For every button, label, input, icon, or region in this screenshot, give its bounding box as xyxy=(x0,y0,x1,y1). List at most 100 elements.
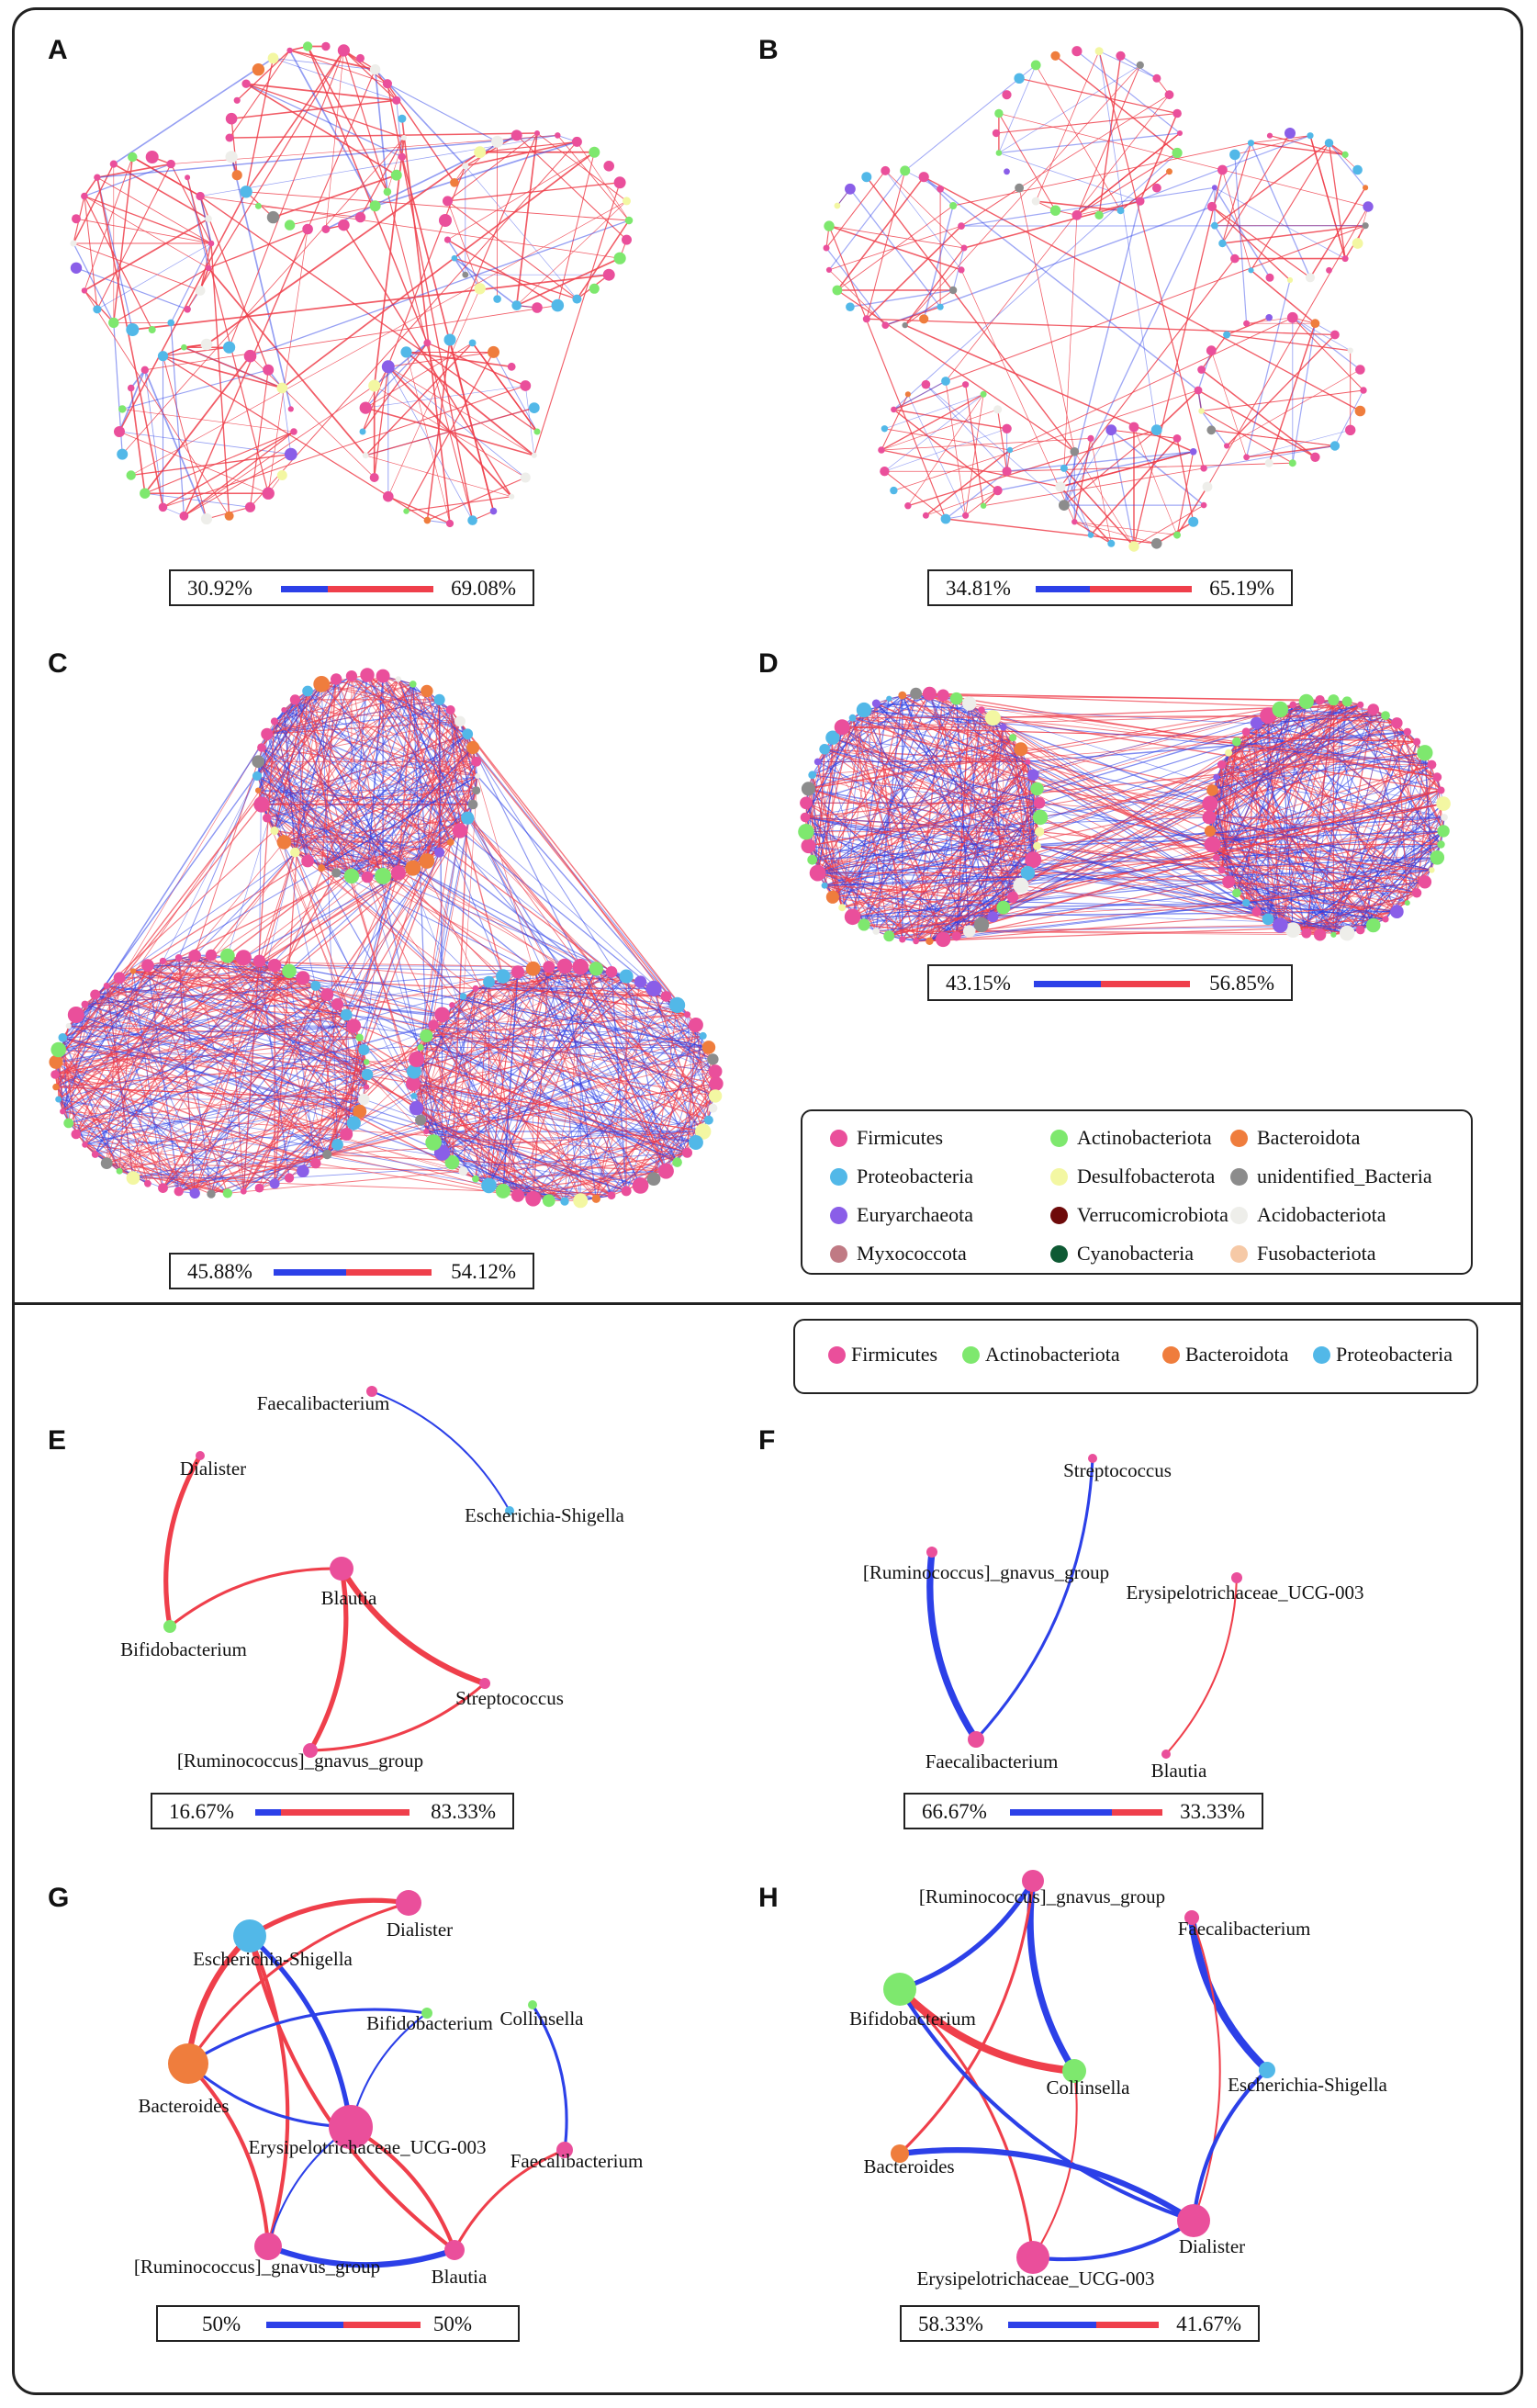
network-node xyxy=(807,854,818,865)
network-node xyxy=(510,1188,525,1202)
network-node xyxy=(1217,866,1226,874)
network-edge xyxy=(828,225,947,520)
network-edge xyxy=(432,1024,534,1199)
network-edge xyxy=(84,163,172,197)
network-edge xyxy=(130,200,627,476)
network-node xyxy=(474,146,487,159)
network-node xyxy=(881,165,891,175)
network-edge xyxy=(326,851,441,1155)
association-edge xyxy=(163,1453,203,1629)
network-node xyxy=(1352,164,1363,175)
network-node xyxy=(189,1187,200,1199)
network-node xyxy=(980,390,987,398)
network-node xyxy=(286,47,293,54)
network-edge xyxy=(447,132,538,202)
network-edge xyxy=(1033,774,1432,871)
taxon-node xyxy=(1088,1454,1097,1463)
network-node xyxy=(423,1129,430,1135)
network-node xyxy=(657,1163,674,1179)
network-node xyxy=(899,936,906,943)
network-node xyxy=(406,1063,421,1079)
network-edge xyxy=(249,369,269,508)
network-edge xyxy=(113,267,209,323)
network-edge xyxy=(832,830,1444,898)
network-node xyxy=(383,187,392,197)
network-edge xyxy=(863,709,1432,766)
network-edge xyxy=(915,881,1425,942)
positive-ratio: 54.12% xyxy=(451,1260,516,1283)
network-edge xyxy=(493,352,538,433)
network-edge xyxy=(163,960,627,1192)
network-node xyxy=(200,512,213,525)
network-edge xyxy=(981,709,1438,859)
network-edge xyxy=(118,431,269,494)
association-edge xyxy=(453,2148,567,2252)
network-node xyxy=(1006,891,1019,903)
network-edge xyxy=(1063,215,1078,468)
network-node xyxy=(510,965,525,979)
network-node xyxy=(1345,424,1356,435)
network-edge xyxy=(113,163,209,219)
ratio-bar xyxy=(281,586,433,592)
network-edge xyxy=(442,1024,697,1153)
negative-ratio: 66.67% xyxy=(922,1800,987,1823)
network-node xyxy=(313,676,331,692)
network-node xyxy=(1285,128,1296,139)
network-edge xyxy=(1110,430,1135,547)
network-edge xyxy=(1221,701,1307,766)
network-node xyxy=(255,787,262,793)
network-edge xyxy=(454,257,466,276)
label-layer: FaecalibacteriumEscherichia-ShigellaDial… xyxy=(120,1392,624,1772)
network-node xyxy=(126,470,136,480)
network-node xyxy=(296,971,310,985)
network-node xyxy=(417,1043,424,1051)
network-edge xyxy=(904,289,954,326)
network-edge xyxy=(836,176,925,291)
network-edge xyxy=(229,132,538,139)
network-node xyxy=(72,214,81,224)
network-edge xyxy=(307,691,384,877)
network-node xyxy=(225,112,238,125)
network-node xyxy=(145,151,159,163)
network-node xyxy=(108,317,119,329)
network-edge xyxy=(337,721,461,1005)
positive-ratio: 56.85% xyxy=(1209,972,1274,995)
legend-item: Desulfobacterota xyxy=(1050,1165,1215,1188)
network-edge xyxy=(266,734,309,861)
network-edge xyxy=(893,384,966,411)
network-node xyxy=(992,129,1001,138)
network-edge xyxy=(199,196,269,371)
taxon-node xyxy=(1161,1750,1171,1759)
network-node xyxy=(114,426,125,437)
network-node xyxy=(410,1092,418,1099)
network-edge xyxy=(576,219,630,300)
network-node xyxy=(834,719,850,736)
panel-label-h: H xyxy=(758,1883,779,1913)
network-edge xyxy=(84,1058,417,1145)
network-node xyxy=(951,931,961,941)
taxon-node xyxy=(891,2144,909,2163)
network-node xyxy=(1059,500,1070,511)
positive-ratio: 41.67% xyxy=(1176,2312,1241,2335)
network-node xyxy=(1173,531,1181,539)
network-edge xyxy=(828,225,962,271)
network-edge xyxy=(295,851,688,1153)
taxon-label: Blautia xyxy=(432,2266,488,2288)
taxon-node xyxy=(1062,2059,1086,2083)
network-node xyxy=(331,868,342,878)
node-layer xyxy=(926,1454,1242,1759)
network-node xyxy=(1224,443,1230,449)
network-node xyxy=(167,319,174,327)
network-edge xyxy=(1039,741,1418,818)
network-edge xyxy=(1073,438,1092,523)
network-node xyxy=(195,286,206,296)
legend-swatch xyxy=(1050,1207,1068,1224)
network-edge xyxy=(816,748,825,873)
network-edge xyxy=(327,1035,703,1155)
network-edge xyxy=(289,50,376,71)
network-edge xyxy=(981,709,1213,845)
legend-item: Myxococcota xyxy=(830,1242,967,1266)
network-node xyxy=(1298,693,1314,710)
network-edge xyxy=(1319,830,1444,936)
network-edge xyxy=(200,196,621,259)
